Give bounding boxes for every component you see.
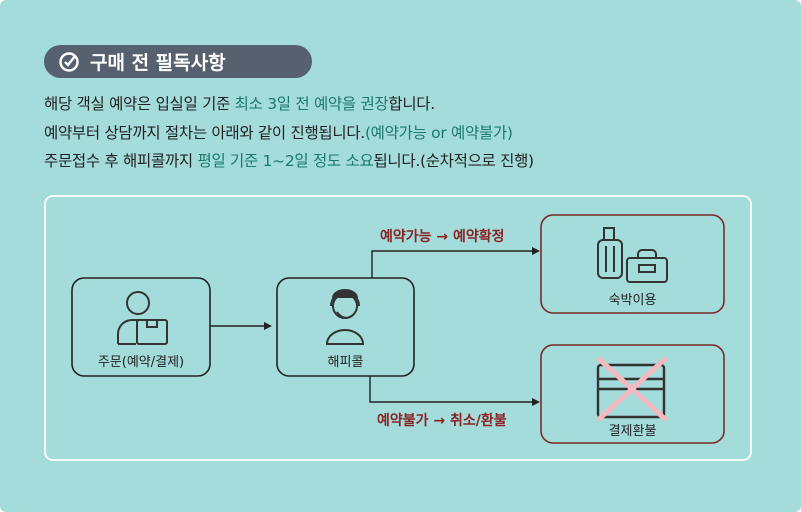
check-circle-icon [59,51,79,72]
section-title: 구매 전 필독사항 [90,52,226,74]
text: 합니다. [388,95,435,113]
highlight-text: 최소 3일 전 예약을 권장 [234,95,389,113]
possible-label: 예약가능 → 예약확정 [380,229,505,245]
card-crossed-icon [596,356,668,422]
refund-label: 결제환불 [608,424,657,439]
luggage-icon [597,227,668,283]
stay-label: 숙박이용 [608,293,657,308]
arrow-order-to-happycall [210,322,272,330]
happycall-box [276,277,415,377]
refund-box [540,344,725,444]
section-title-pill: 구매 전 필독사항 [44,45,312,78]
stay-box [540,214,725,314]
notice-line-3: 주문접수 후 해피콜까지 평일 기준 1~2일 정도 소요됩니다.(순차적으로 … [44,147,534,176]
order-label: 주문(예약/결제) [97,355,185,370]
highlight-text: (예약가능 or 예약불가) [364,123,513,142]
headset-agent-icon [325,289,365,345]
arrow-to-stay [371,247,540,278]
person-box-icon [117,291,168,345]
notice-line-1: 해당 객실 예약은 입실일 기준 최소 3일 전 예약을 권장합니다. [44,90,534,119]
happycall-label: 해피콜 [327,355,364,370]
text: 예약부터 상담까지 절차는 아래와 같이 진행됩니다. [44,123,365,142]
text: 해당 객실 예약은 입실일 기준 [44,95,235,113]
text: 주문접수 후 해피콜까지 [44,152,198,170]
order-box [71,277,211,377]
highlight-text: 평일 기준 1~2일 정도 소요 [197,152,374,170]
text: 됩니다.(순차적으로 진행) [373,152,534,170]
notice-line-2: 예약부터 상담까지 절차는 아래와 같이 진행됩니다.(예약가능 or 예약불가… [44,119,534,148]
notice-text: 해당 객실 예약은 입실일 기준 최소 3일 전 예약을 권장합니다. 예약부터… [44,90,534,176]
impossible-label: 예약불가 → 취소/환불 [377,413,507,429]
arrow-to-refund [369,376,540,406]
diagram-frame [44,195,752,461]
